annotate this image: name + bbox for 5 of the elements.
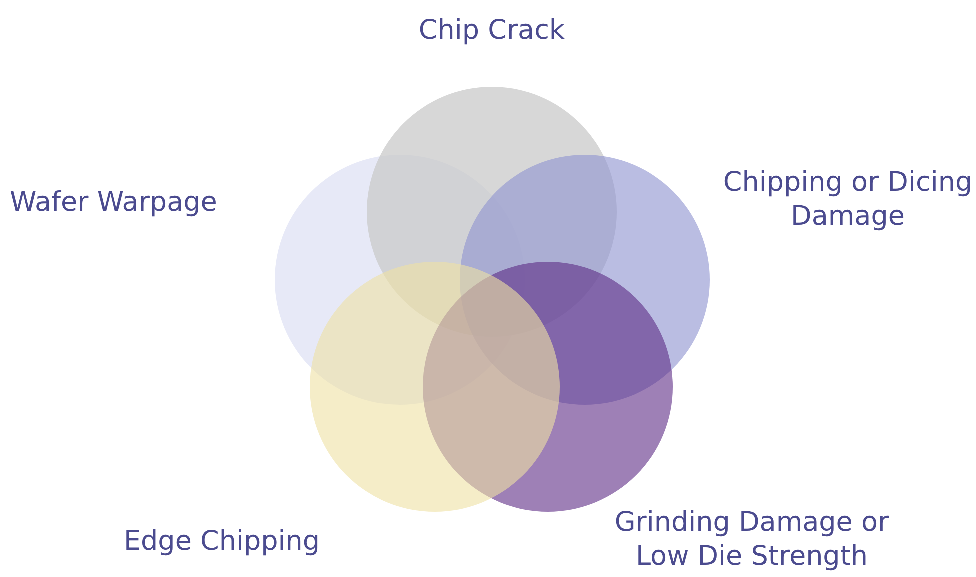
set-label: Wafer Warpage [10, 186, 218, 220]
set-label: Grinding Damage or Low Die Strength [614, 506, 890, 574]
set-label: Chipping or Dicing Damage [723, 166, 973, 234]
set-label: Chip Crack [418, 14, 566, 48]
set-label: Edge Chipping [122, 525, 322, 559]
